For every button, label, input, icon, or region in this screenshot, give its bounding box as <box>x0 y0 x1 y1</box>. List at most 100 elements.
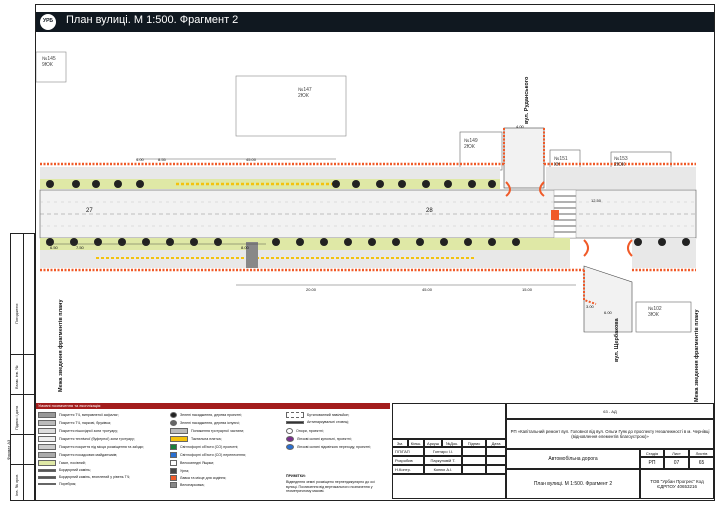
legend-item: Урна; <box>170 468 189 474</box>
sidewalk-bottom <box>40 250 570 268</box>
dim-2000: 20.00 <box>306 287 317 292</box>
stamp-company: ТОВ "Урбан Прогрес" Код ЄДРПОУ 40653216 <box>640 469 714 499</box>
legend-item: Покриття пішохідної зони тротуару; <box>38 428 118 434</box>
notes-title: ПРИМІТКИ: <box>286 474 306 478</box>
notes-text: Відведення землі розміщено перпендикуляр… <box>286 480 375 493</box>
date-cell <box>486 465 506 474</box>
stamp-lystiv-hdr: Листів <box>689 449 714 457</box>
plan-drawing <box>35 51 697 333</box>
name-cell: Конюх А.І. <box>424 465 462 474</box>
title-bar: УРБ План вулиці. М 1:500. Фрагмент 2 <box>36 12 714 32</box>
signature-cell <box>462 456 486 465</box>
red-line-shcherbakova <box>583 270 597 305</box>
name-cell: Гонтаро І.І. <box>424 447 462 456</box>
sidewalk-top <box>40 167 500 179</box>
legend-item: Лавка та місце для сидіння; <box>170 475 226 481</box>
legend-item: Покриття посадкових майданчиків; <box>38 452 117 458</box>
original-inv-label: Інв. № ориг. <box>14 474 19 496</box>
company-logo: УРБ <box>40 14 56 30</box>
left-approval-strip: Погоджено: Взам. інв. № Підпис і дата Фо… <box>6 233 35 501</box>
signature-cell <box>462 447 486 456</box>
trees-bottom <box>46 238 690 246</box>
sidewalk-top-right <box>546 167 696 189</box>
building-147 <box>235 75 347 137</box>
legend-item: Бордюрний камінь; <box>38 468 91 472</box>
street-name-rudanskoho: вул. Руданського <box>524 76 530 124</box>
dim-600: 6.00 <box>604 310 612 315</box>
signature-cell <box>462 465 486 474</box>
format-label: Формат А3 <box>6 439 11 460</box>
hdr-pidpys: Підпис <box>462 439 486 447</box>
stamp-lystiv: 65 <box>689 457 714 469</box>
stamp-project: РП «Капітальний ремонт вул. Головної від… <box>506 419 714 449</box>
trees-top <box>46 180 496 188</box>
legend-item: Антипаркувальні стовпці; <box>286 420 349 424</box>
stamp-stadia: РП <box>640 457 664 469</box>
street-name-shcherbakova: вул. Щербакова <box>614 318 620 362</box>
revision-grid <box>392 403 506 439</box>
red-line-rudanskoho <box>503 128 545 164</box>
drawing-sheet <box>35 4 715 501</box>
legend-item: Світлофорні об'єкти (СО) перенесення; <box>170 452 246 458</box>
bus-stop-pad <box>246 242 258 268</box>
legend-item: Велопарковка; <box>170 482 205 488</box>
hdr-kil: Кільк. <box>408 439 424 447</box>
dim-800: 8.00 <box>241 245 249 250</box>
side-street-rudanskoho <box>503 127 545 189</box>
dim-855: 8.55 <box>158 157 166 162</box>
replaced-inv-label: Взам. інв. № <box>14 365 19 389</box>
station-27: 27 <box>86 208 93 214</box>
title-block: 63 - АД РП «Капітальний ремонт вул. Голо… <box>392 403 714 499</box>
legend-item: Зелені насадження, дерева проектні; <box>170 412 242 418</box>
dim-750: 7.50 <box>76 245 84 250</box>
role-cell: Н.Контр. <box>392 465 424 474</box>
role-cell: ГІП/ГАП <box>392 447 424 456</box>
legend-item: Покриття технічної (буферної) зони троту… <box>38 436 135 442</box>
legend-item: Світлофорні об'єкти (СО) проектні; <box>170 444 238 450</box>
corner-nw <box>539 181 545 197</box>
stamp-lyst-hdr: Лист <box>664 449 689 457</box>
legend-header: Умовні позначення та експлікація: <box>36 403 390 409</box>
dim-300: 3.00 <box>586 304 594 309</box>
legend-item: Пониження тротуарної частини; <box>170 428 244 434</box>
dim-4500b: 45.00 <box>422 287 433 292</box>
legend-item: Лінзові скляні купольні, проектні; <box>286 436 352 442</box>
blank-cells <box>392 474 506 499</box>
legend-item: Покриття покриття під місця розміщення т… <box>38 444 144 450</box>
legend-item: Газон, посівний; <box>38 460 86 466</box>
agreed-label: Погоджено: <box>14 302 19 324</box>
legend-item: Покриття ТЧ, паркові, бруківка; <box>38 420 111 426</box>
dim-1500: 15.00 <box>522 287 533 292</box>
page-title: План вулиці. М 1:500. Фрагмент 2 <box>66 14 239 26</box>
date-cell <box>486 447 506 456</box>
station-28: 28 <box>426 208 433 214</box>
legend-item: Лінзові скляні підсвіткою переходу, прое… <box>286 444 371 450</box>
crosswalk-orange-mark <box>551 210 559 220</box>
stamp-lyst: 07 <box>664 457 689 469</box>
hdr-ark: Аркуш <box>424 439 442 447</box>
dim-1250: 12.50 <box>591 198 602 203</box>
lawn-top <box>40 179 500 189</box>
hdr-zm: Зм. <box>392 439 408 447</box>
dim-650: 6.50 <box>50 245 58 250</box>
dim-400b: 4.00 <box>516 124 524 129</box>
name-cell: Паркуновій Т. <box>424 456 462 465</box>
legend-item: Бордюрний камінь, втоплений у рівень ТЧ; <box>38 475 130 479</box>
stamp-sheet-title: План вулиці. М 1:500. Фрагмент 2 <box>506 469 640 499</box>
dim-4500a: 45.00 <box>246 157 257 162</box>
legend-item: Опори, проектні; <box>286 428 324 434</box>
building-145 <box>35 51 67 83</box>
legend-item: Зелені насадження, дерева існуючі; <box>170 420 240 426</box>
dim-400a: 4.00 <box>136 157 144 162</box>
building-102 <box>635 301 692 333</box>
signature-date-label: Підпис і дата <box>14 405 19 430</box>
side-street-shcherbakova <box>583 265 633 333</box>
stamp-stadia-hdr: Стадія <box>640 449 664 457</box>
